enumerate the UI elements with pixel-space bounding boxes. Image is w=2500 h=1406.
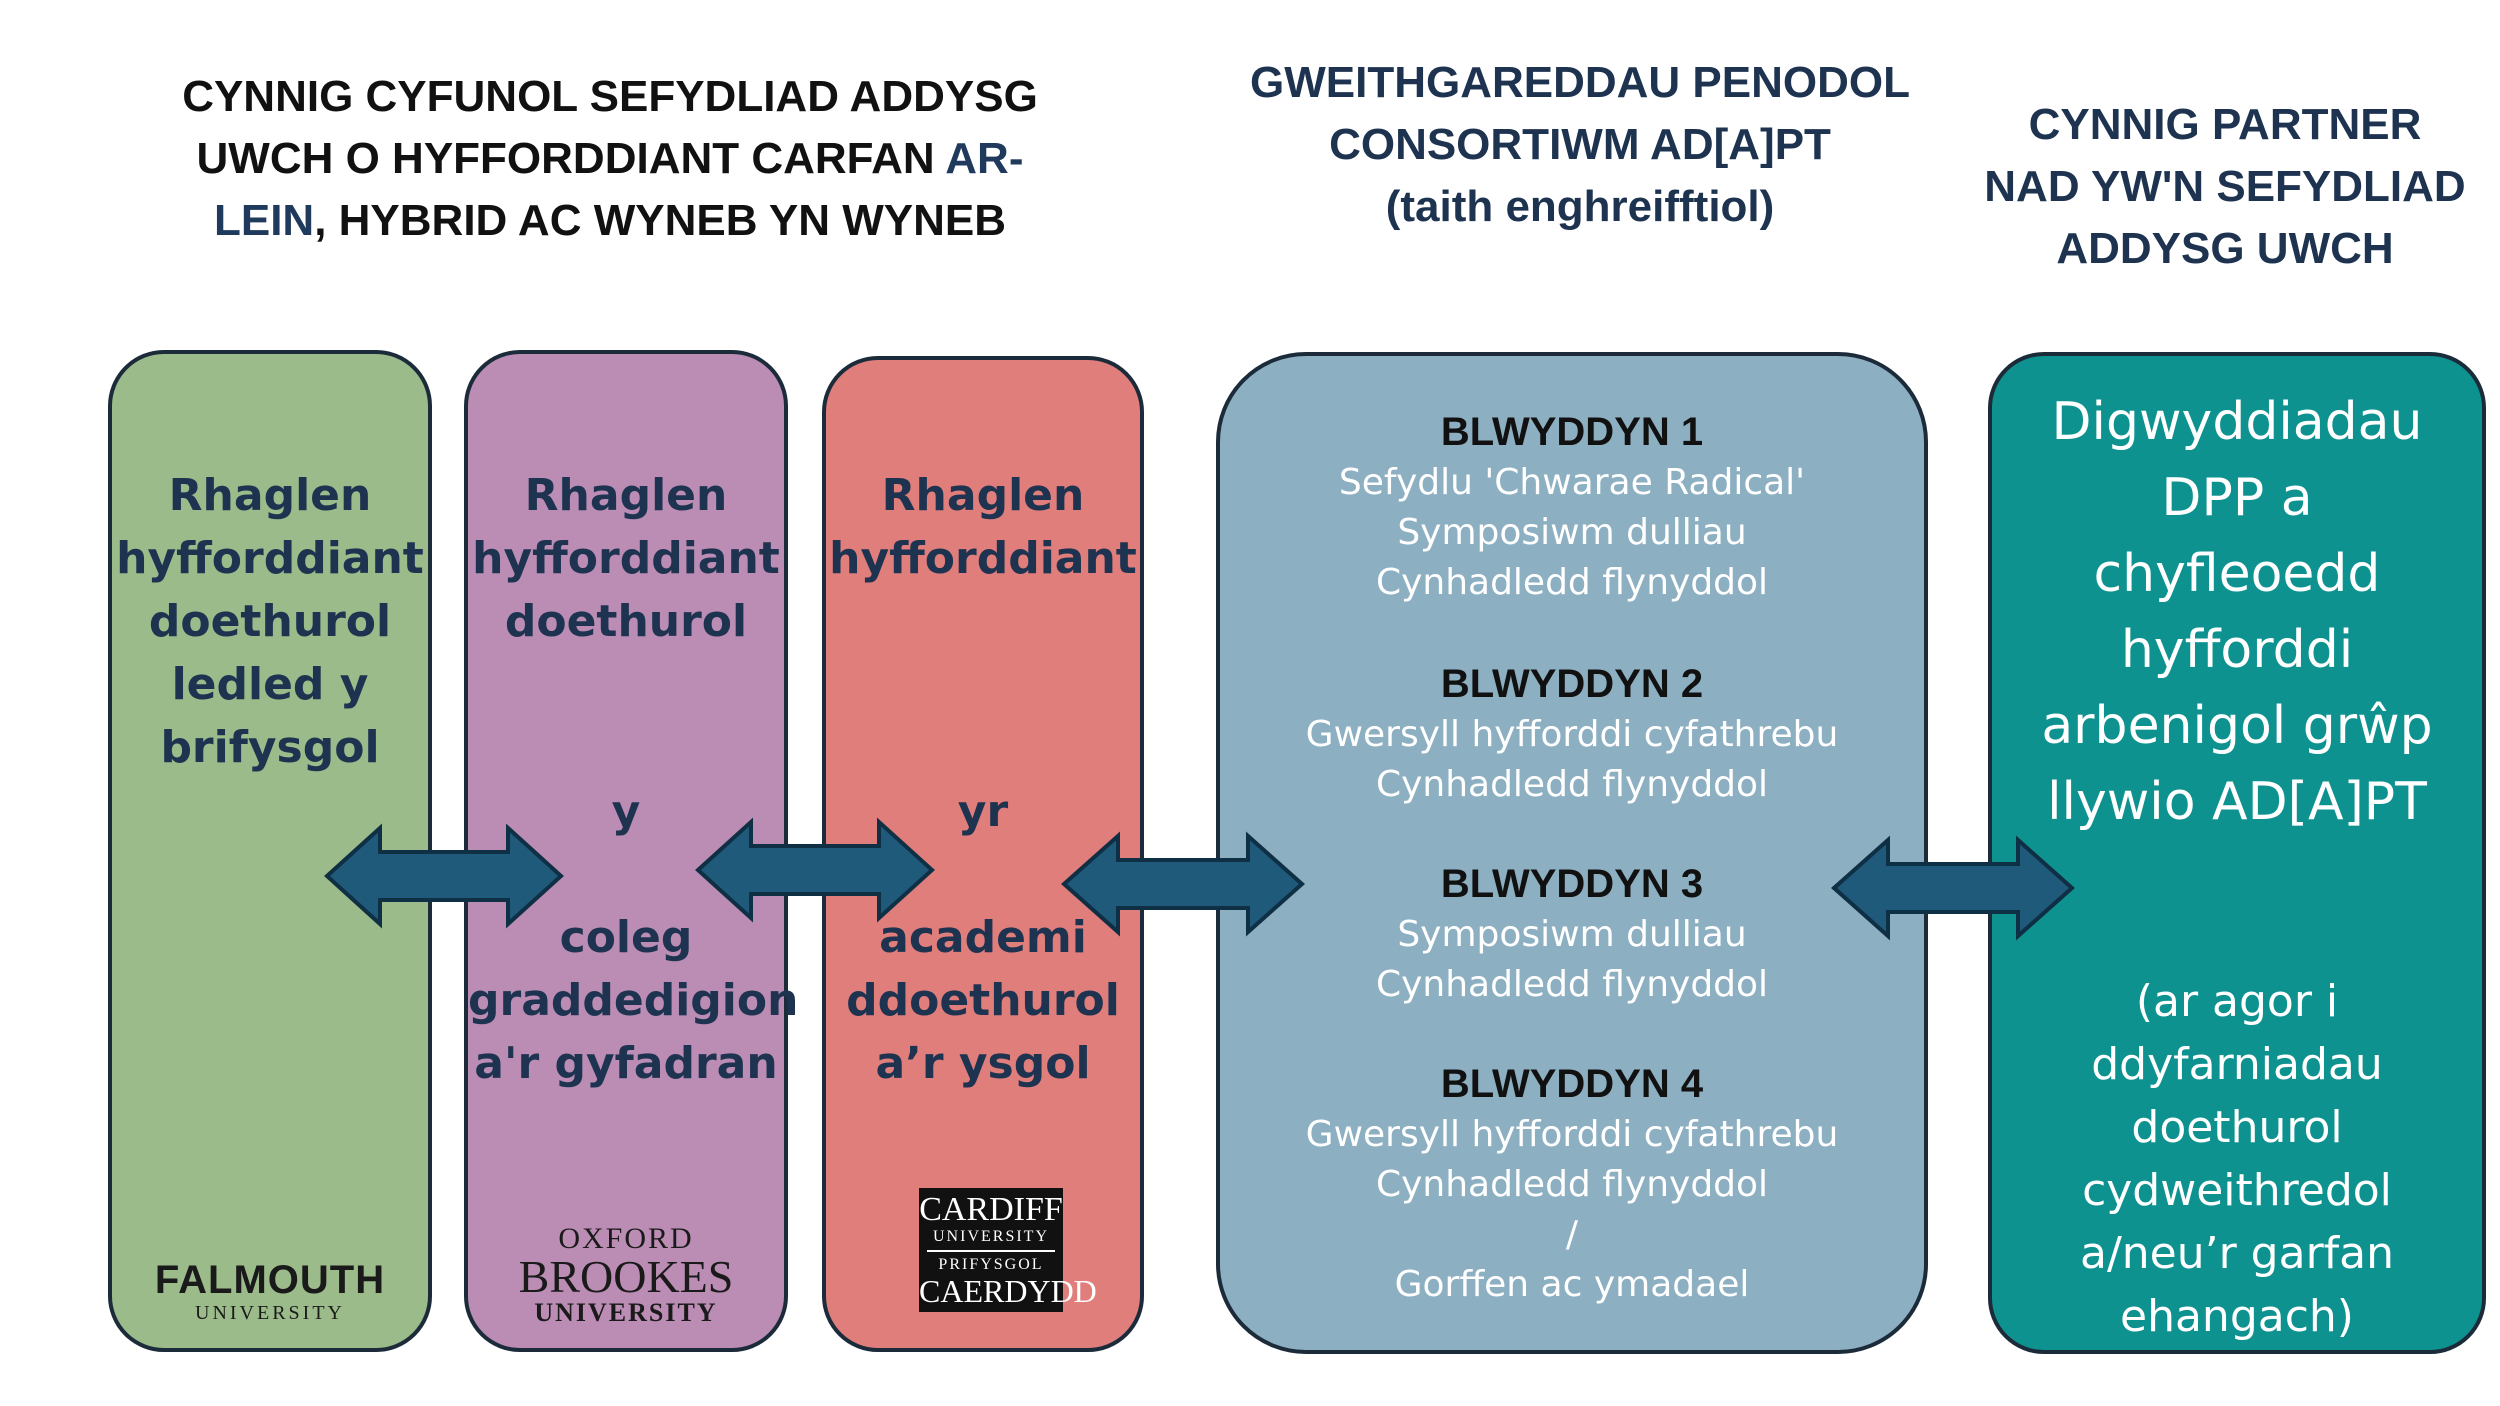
cardiff-academy-text: yr academi ddoethurol a’r ysgol — [846, 786, 1120, 1089]
year-4-item: Gorffen ac ymadael — [1394, 1264, 1750, 1305]
cardiff-logo: CARDIFF UNIVERSITY PRIFYSGOL CAERDYDD — [919, 1188, 1097, 1312]
year-4-item: / — [1565, 1214, 1579, 1255]
oxford-brookes-logo: OXFORD BROOKES UNIVERSITY — [518, 1222, 734, 1327]
double-arrow-icon — [1060, 831, 1306, 937]
cardiff-programme-text: Rhaglen hyfforddiant — [829, 470, 1137, 584]
falmouth-programme-text: Rhaglen hyfforddiant doethurol ledled y … — [116, 470, 424, 773]
heading-line: CYNNIG CYFUNOL SEFYDLIAD ADDYSG — [182, 72, 1038, 121]
year-3-item: Symposiwm dulliau — [1397, 914, 1747, 955]
double-arrow-icon — [1830, 835, 2076, 941]
year-1-label: BLWYDDYN 1 — [1440, 410, 1704, 454]
double-arrow-icon — [695, 817, 935, 923]
year-1-item: Symposiwm dulliau — [1397, 512, 1747, 553]
double-arrow-icon — [324, 823, 564, 929]
year-4-item: Cynhadledd flynyddol — [1375, 1164, 1769, 1205]
year-4-block: BLWYDDYN 4 Gwersyll hyfforddi cyfathrebu… — [1220, 1058, 1924, 1310]
year-3-label: BLWYDDYN 3 — [1440, 862, 1704, 906]
year-2-label: BLWYDDYN 2 — [1440, 662, 1704, 706]
year-2-item: Gwersyll hyfforddi cyfathrebu — [1305, 714, 1839, 755]
oxford-brookes-college-text: y coleg graddedigion a'r gyfadran — [468, 786, 799, 1089]
year-2-item: Cynhadledd flynyddol — [1375, 764, 1769, 805]
heading-consortium-activities: GWEITHGAREDDAU PENODOL CONSORTIWM AD[A]P… — [1250, 58, 1910, 231]
consortium-activities-box: BLWYDDYN 1 Sefydlu 'Chwarae Radical' Sym… — [1216, 352, 1928, 1354]
year-1-item: Sefydlu 'Chwarae Radical' — [1338, 462, 1806, 503]
year-4-label: BLWYDDYN 4 — [1440, 1062, 1704, 1106]
falmouth-logo: FALMOUTH UNIVERSITY — [154, 1258, 386, 1324]
partner-offer-box: Digwyddiadau DPP a chyfleoedd hyfforddi … — [1988, 352, 2486, 1354]
year-3-block: BLWYDDYN 3 Symposiwm dulliau Cynhadledd … — [1220, 858, 1924, 1010]
heading-partner-offer: CYNNIG PARTNER NAD YW'N SEFYDLIAD ADDYSG… — [1984, 100, 2466, 273]
partner-access-note: (ar agor i ddyfarniadau doethurol cydwei… — [2079, 976, 2394, 1342]
year-1-item: Cynhadledd flynyddol — [1375, 562, 1769, 603]
year-4-item: Gwersyll hyfforddi cyfathrebu — [1305, 1114, 1839, 1155]
oxford-brookes-programme-text: Rhaglen hyfforddiant doethurol — [472, 470, 780, 647]
year-2-block: BLWYDDYN 2 Gwersyll hyfforddi cyfathrebu… — [1220, 658, 1924, 810]
year-1-block: BLWYDDYN 1 Sefydlu 'Chwarae Radical' Sym… — [1220, 406, 1924, 608]
year-3-item: Cynhadledd flynyddol — [1375, 964, 1769, 1005]
heading-line: LEIN, HYBRID AC WYNEB YN WYNEB — [213, 196, 1007, 245]
partner-events-text: Digwyddiadau DPP a chyfleoedd hyfforddi … — [2041, 392, 2433, 832]
heading-line: UWCH O HYFFORDDIANT CARFAN AR- — [196, 134, 1024, 183]
heading-institution-offer: CYNNIG CYFUNOL SEFYDLIAD ADDYSG UWCH O H… — [130, 66, 1090, 252]
